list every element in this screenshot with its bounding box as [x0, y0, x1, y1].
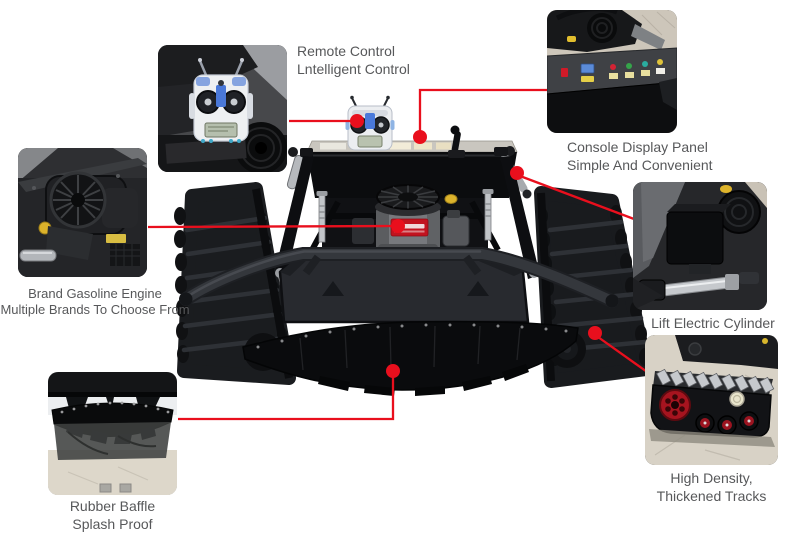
label-line: Lift Electric Cylinder — [651, 315, 775, 331]
tracks-closeup-image — [645, 335, 778, 465]
label-remote-control: Remote Control Lntelligent Control — [297, 43, 410, 78]
label-line: Thickened Tracks — [656, 488, 767, 504]
label-line: Lntelligent Control — [297, 60, 410, 77]
rubber-baffle-inset-photo — [48, 372, 177, 495]
console-panel-closeup-image — [547, 10, 677, 133]
red-sprocket — [659, 389, 691, 421]
shock-absorbers — [316, 189, 494, 243]
callout-lines — [147, 88, 651, 421]
remote-transmitter-graphic — [189, 58, 253, 143]
lift-cylinder-inset-photo — [633, 182, 767, 310]
hinge-left — [286, 147, 313, 190]
remote-control-closeup-image — [158, 45, 287, 172]
label-lift-cylinder: Lift Electric Cylinder — [635, 315, 791, 333]
label-line: High Density, — [670, 470, 753, 486]
label-line: Multiple Brands To Choose From — [0, 301, 190, 317]
lift-cylinder-closeup-image — [633, 182, 767, 310]
console-indicator-buttons — [561, 59, 665, 82]
label-gasoline-engine: Brand Gasoline Engine Multiple Brands To… — [0, 286, 190, 317]
gasoline-engine-inset-photo — [18, 148, 147, 277]
label-line: Console Display Panel — [567, 139, 708, 155]
label-line: Brand Gasoline Engine — [28, 286, 162, 301]
front-bumper — [179, 247, 619, 308]
tracks-inset-photo — [645, 335, 778, 465]
console-panel-inset-photo — [547, 10, 677, 133]
label-line: Remote Control — [297, 43, 396, 59]
track-cleats — [656, 368, 775, 394]
label-tracks: High Density, Thickened Tracks — [645, 469, 778, 505]
rubber-baffle-skirt — [242, 320, 579, 396]
control-lever — [448, 125, 465, 158]
label-console-panel: Console Display Panel Simple And Conveni… — [567, 139, 713, 174]
engine — [352, 184, 470, 253]
track-rollers — [695, 411, 759, 435]
label-line: Splash Proof — [72, 516, 153, 532]
engine-closeup-image — [18, 148, 147, 277]
mower-deck — [278, 252, 530, 324]
rubber-baffle-closeup-image — [48, 372, 177, 495]
remote-control-inset-photo — [158, 45, 287, 172]
label-line: Rubber Baffle — [69, 498, 156, 514]
label-rubber-baffle: Rubber Baffle Splash Proof — [48, 497, 177, 533]
callout-dots — [350, 114, 602, 378]
label-line: Simple And Convenient — [567, 156, 713, 173]
